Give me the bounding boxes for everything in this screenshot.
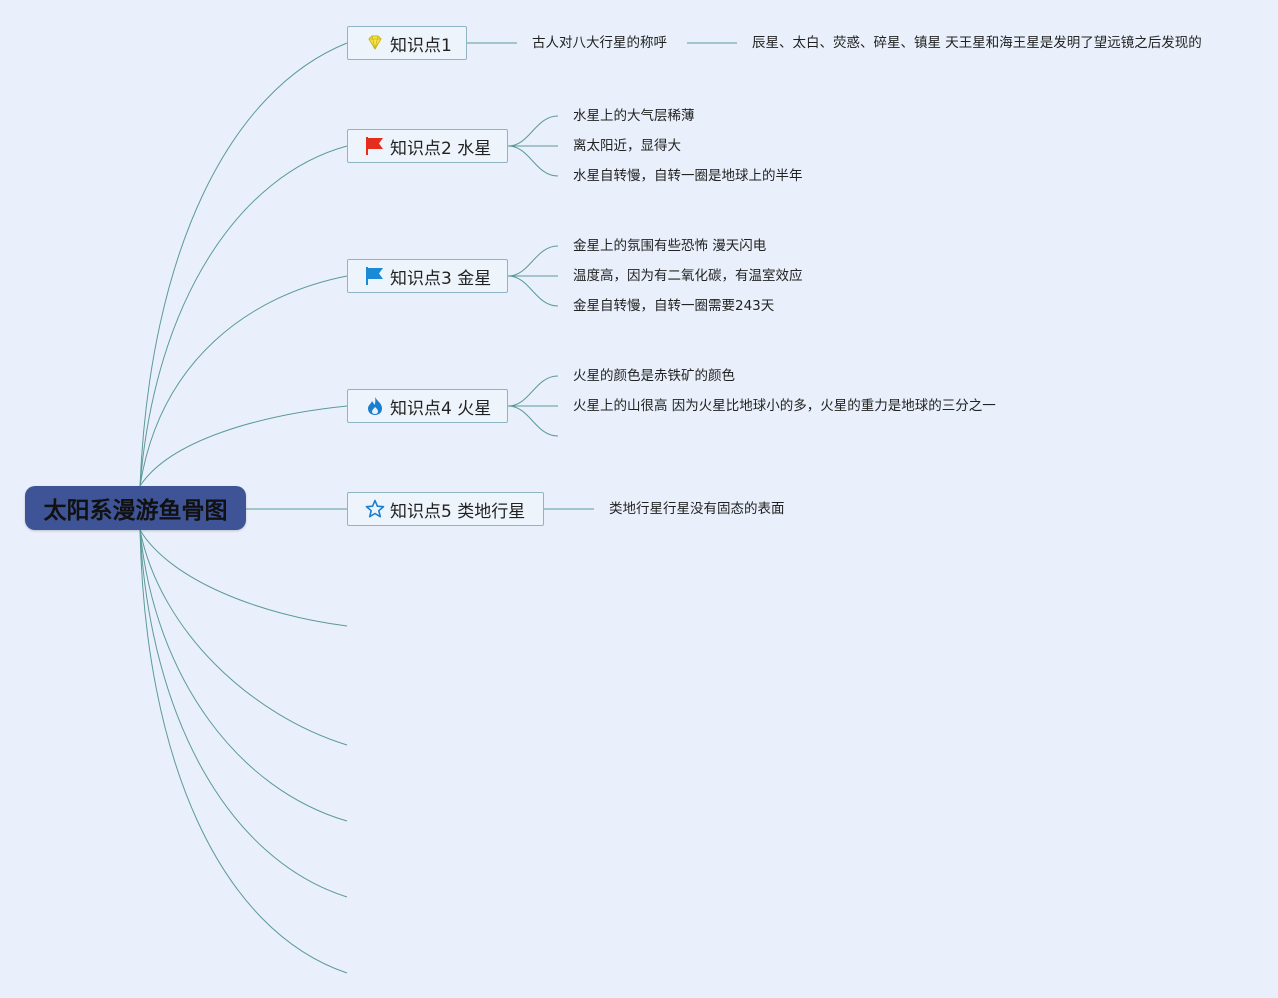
blue-flag-icon [364, 265, 386, 287]
connector-leaf-3-1 [507, 245, 559, 277]
root-title: 太阳系漫游鱼骨图 [43, 498, 228, 524]
connector-leaf-2-1 [507, 115, 559, 147]
branch-label: 知识点4 火星 [390, 398, 492, 419]
leaf-2-3[interactable]: 水星自转慢，自转一圈是地球上的半年 [573, 168, 803, 184]
connector-empty-2 [139, 529, 348, 746]
connector-branch-3 [139, 275, 348, 487]
flame-icon [364, 395, 386, 417]
branch-topic-2[interactable]: 知识点2 水星 [347, 129, 508, 163]
branch-label: 知识点5 类地行星 [390, 501, 526, 522]
connector-empty-5 [139, 529, 348, 974]
branch-label: 知识点3 金星 [390, 268, 492, 289]
branch-label: 知识点2 水星 [390, 138, 492, 159]
connector-branch-2 [139, 145, 348, 487]
leaf-3-3[interactable]: 金星自转慢，自转一圈需要243天 [573, 298, 775, 314]
branch-topic-3[interactable]: 知识点3 金星 [347, 259, 508, 293]
leaf-3-1[interactable]: 金星上的氛围有些恐怖 漫天闪电 [573, 238, 767, 254]
connector-branch-4 [139, 405, 348, 487]
connector-leaf-3-3 [507, 275, 559, 307]
connector-empty-1 [139, 529, 348, 627]
connector-leaf-4-3 [507, 405, 559, 437]
star-icon [364, 498, 386, 520]
leaf-1-1[interactable]: 古人对八大行星的称呼 [532, 35, 667, 51]
connector-branch-1 [139, 42, 348, 487]
connector-leaf-2-3 [507, 145, 559, 177]
connector-empty-3 [139, 529, 348, 822]
connector-empty-4 [139, 529, 348, 898]
connector-leaf-4-1 [507, 375, 559, 407]
branch-topic-5[interactable]: 知识点5 类地行星 [347, 492, 544, 526]
leaf-1-2[interactable]: 辰星、太白、荧惑、碎星、镇星 天王星和海王星是发明了望远镜之后发现的 [752, 35, 1202, 51]
leaf-4-1[interactable]: 火星的颜色是赤铁矿的颜色 [573, 368, 735, 384]
branch-topic-1[interactable]: 知识点1 [347, 26, 467, 60]
leaf-5-1[interactable]: 类地行星行星没有固态的表面 [609, 501, 785, 517]
diamond-icon [364, 32, 386, 54]
red-flag-icon [364, 135, 386, 157]
branch-topic-4[interactable]: 知识点4 火星 [347, 389, 508, 423]
branch-label: 知识点1 [390, 35, 452, 56]
root-topic[interactable]: 太阳系漫游鱼骨图 [25, 486, 246, 530]
leaf-2-1[interactable]: 水星上的大气层稀薄 [573, 108, 695, 124]
leaf-4-2[interactable]: 火星上的山很高 因为火星比地球小的多，火星的重力是地球的三分之一 [573, 398, 996, 414]
leaf-3-2[interactable]: 温度高，因为有二氧化碳，有温室效应 [573, 268, 803, 284]
leaf-2-2[interactable]: 离太阳近，显得大 [573, 138, 681, 154]
